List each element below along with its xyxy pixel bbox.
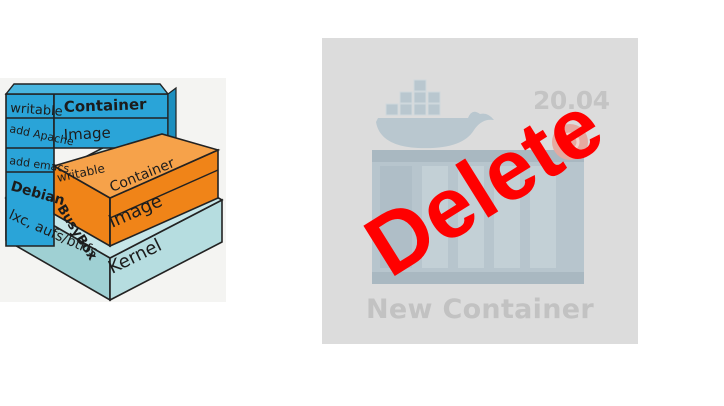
label-image-left: Image (63, 124, 111, 144)
version-label: 20.04 (533, 86, 610, 115)
orange-block-top (51, 133, 221, 199)
label-container-left: Container (64, 95, 148, 116)
ubuntu-logo-icon (552, 124, 588, 160)
new-container-card: 20.04 New Container (322, 38, 638, 344)
label-writable-left: writable (10, 101, 63, 120)
docker-whale-icon (376, 79, 494, 149)
new-container-caption: New Container (366, 294, 594, 325)
container-illustration (372, 79, 588, 284)
blue-stack-top (4, 83, 170, 95)
layer-stack-graphic: writable Container add Apache Image add … (4, 83, 224, 302)
layer-stack-diagram: writable Container add Apache Image add … (0, 78, 226, 302)
